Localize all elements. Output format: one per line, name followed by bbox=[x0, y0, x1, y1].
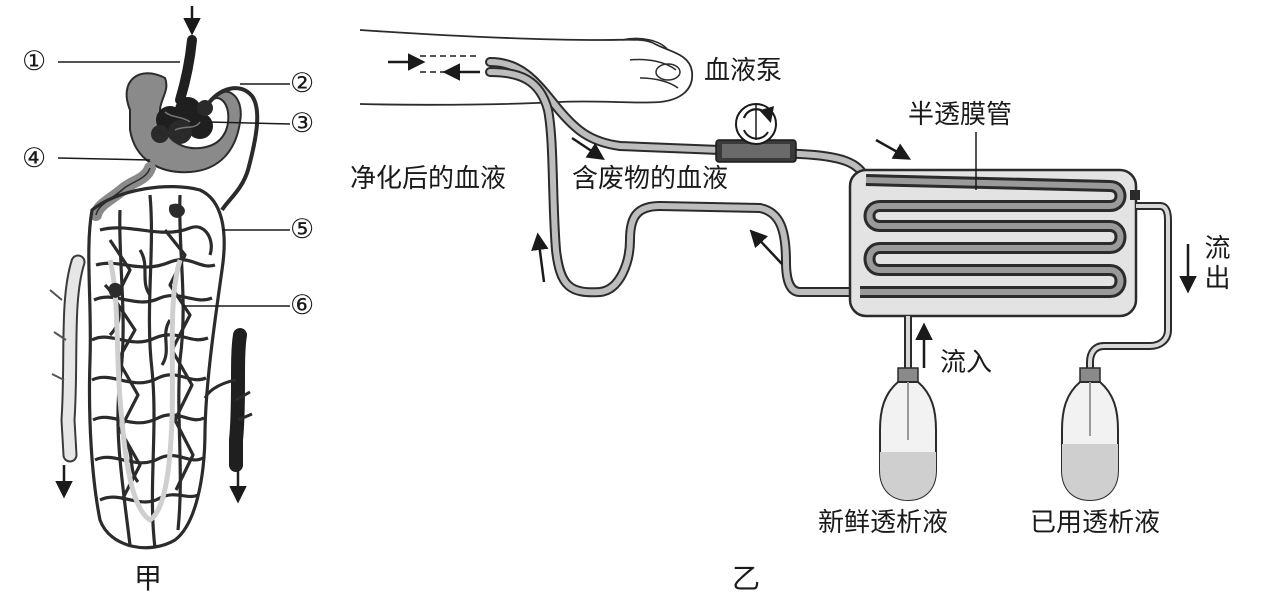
fresh-dialysate-bottle bbox=[879, 367, 937, 502]
figure-b-caption: 乙 bbox=[732, 562, 761, 595]
renal-vein bbox=[229, 328, 247, 472]
waste-blood-label: 含废物的血液 bbox=[572, 164, 729, 194]
efferent-arteriole bbox=[206, 86, 260, 212]
pump-rotation-icon bbox=[742, 106, 775, 123]
fresh-dialysate-label: 新鲜透析液 bbox=[818, 508, 949, 538]
bowmans-capsule bbox=[125, 72, 242, 174]
leader-4 bbox=[57, 157, 151, 161]
flow-in-label: 流入 bbox=[940, 348, 993, 378]
label-1: ① bbox=[22, 46, 47, 77]
renal-tubule-start bbox=[90, 162, 156, 221]
afferent-arteriole bbox=[175, 35, 197, 105]
label-2: ② bbox=[290, 68, 315, 99]
forearm-outline bbox=[359, 29, 693, 106]
label-3: ③ bbox=[290, 108, 315, 139]
label-5: ⑤ bbox=[290, 214, 315, 245]
to-membrane-arrow bbox=[875, 138, 912, 160]
label-4: ④ bbox=[22, 143, 47, 174]
leader-3 bbox=[207, 121, 291, 125]
renal-tubule-loop bbox=[107, 259, 183, 523]
blood-pump bbox=[715, 103, 797, 163]
figure-a-caption: 甲 bbox=[134, 562, 163, 595]
purified-flow-arrow bbox=[531, 232, 549, 283]
return-flow-arrow bbox=[749, 229, 783, 265]
blood-pump-label: 血液泵 bbox=[704, 56, 783, 86]
nephron-diagram bbox=[49, 6, 291, 550]
flow-out-label: 流出 bbox=[1200, 234, 1230, 294]
membrane-tube-label: 半透膜管 bbox=[908, 100, 1013, 130]
peritubular-capillary-network bbox=[87, 185, 226, 550]
label-6: ⑥ bbox=[290, 290, 315, 321]
waste-flow-arrow bbox=[571, 136, 605, 160]
used-dialysate-label: 已用透析液 bbox=[1030, 508, 1161, 538]
purified-blood-label: 净化后的血液 bbox=[350, 164, 507, 194]
used-dialysate-bottle bbox=[1061, 367, 1119, 502]
dialysis-diagram bbox=[359, 29, 1197, 502]
